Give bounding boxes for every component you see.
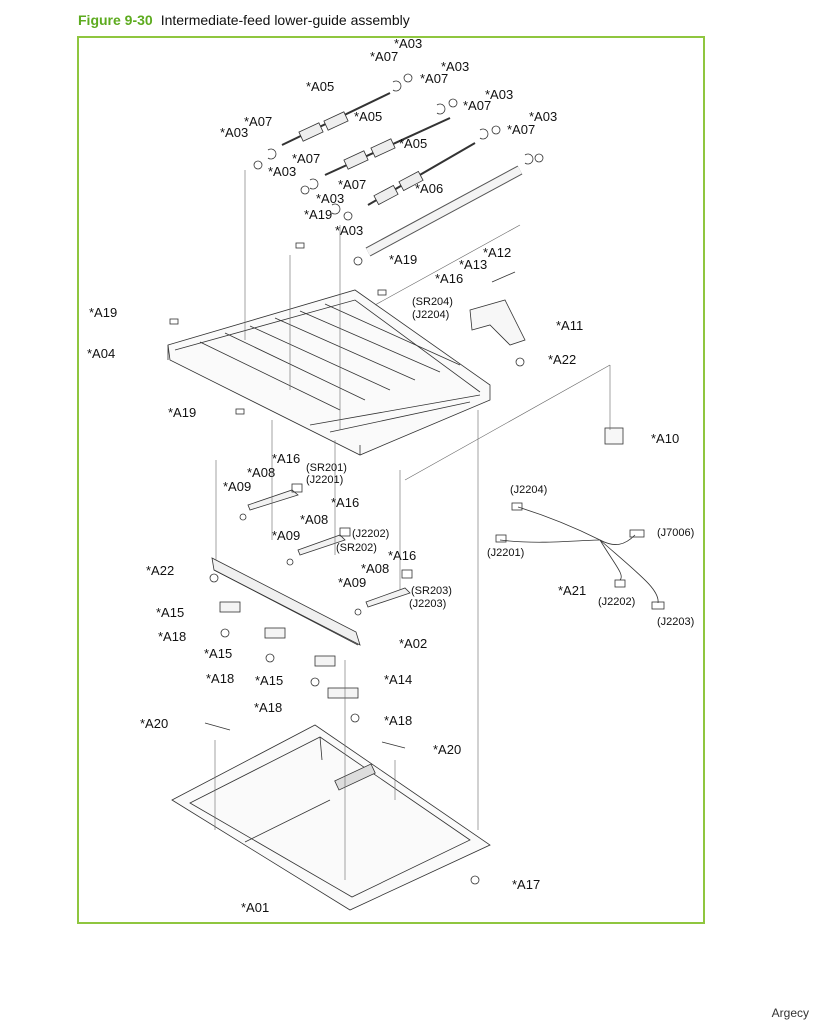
callout: *A18 bbox=[158, 629, 186, 644]
callout: *A06 bbox=[415, 181, 443, 196]
callout: *A03 bbox=[394, 36, 422, 51]
callout: *A05 bbox=[354, 109, 382, 124]
callout: *A03 bbox=[335, 223, 363, 238]
callout: *A07 bbox=[338, 177, 366, 192]
callout: *A07 bbox=[420, 71, 448, 86]
roller-shaft-2 bbox=[324, 117, 451, 176]
roller-a06 bbox=[365, 165, 523, 257]
callout: *A03 bbox=[529, 109, 557, 124]
roller-shaft-3 bbox=[367, 142, 476, 206]
callout: *A18 bbox=[206, 671, 234, 686]
figure-title: Intermediate-feed lower-guide assembly bbox=[160, 12, 410, 28]
callout: *A22 bbox=[548, 352, 576, 367]
callout-labels: *A03 *A07 *A07 *A03 *A05 *A07 *A03 *A05 … bbox=[87, 36, 679, 915]
callout: *A15 bbox=[255, 673, 283, 688]
callout: *A03 bbox=[268, 164, 296, 179]
callout: *A09 bbox=[338, 575, 366, 590]
callout: *A04 bbox=[87, 346, 115, 361]
callout: *A22 bbox=[146, 563, 174, 578]
connector-label: (SR203) bbox=[411, 585, 452, 597]
callout: *A15 bbox=[204, 646, 232, 661]
callout: *A13 bbox=[459, 257, 487, 272]
callout: *A05 bbox=[399, 136, 427, 151]
clamps-and-screws bbox=[209, 357, 525, 885]
rail-a02 bbox=[211, 557, 361, 646]
lower-guide-a04 bbox=[167, 289, 491, 456]
callout: *A12 bbox=[483, 245, 511, 260]
callout: *A08 bbox=[300, 512, 328, 527]
callout: *A19 bbox=[304, 207, 332, 222]
callout: *A16 bbox=[331, 495, 359, 510]
callout: *A19 bbox=[89, 305, 117, 320]
callout: *A07 bbox=[244, 114, 272, 129]
figure-frame bbox=[77, 36, 705, 924]
callout: *A20 bbox=[140, 716, 168, 731]
connector-label: (J2203) bbox=[657, 616, 694, 628]
callout: *A19 bbox=[389, 252, 417, 267]
bearing-set bbox=[253, 73, 544, 266]
callout: *A03 bbox=[220, 125, 248, 140]
callout: *A18 bbox=[254, 700, 282, 715]
callout: *A14 bbox=[384, 672, 412, 687]
roller-shaft-1 bbox=[281, 92, 391, 146]
bracket-a11 bbox=[469, 271, 526, 346]
callout: *A19 bbox=[168, 405, 196, 420]
callout: *A07 bbox=[507, 122, 535, 137]
callout: *A17 bbox=[512, 877, 540, 892]
callout: *A18 bbox=[384, 713, 412, 728]
connector-labels: (SR204) (J2204) (SR201) (J2201) (J2202) … bbox=[306, 296, 694, 628]
callout: *A07 bbox=[463, 98, 491, 113]
wire-harness-a21 bbox=[495, 502, 665, 610]
connector-label: (J2202) bbox=[598, 596, 635, 608]
pads bbox=[169, 242, 406, 749]
callout: *A11 bbox=[556, 318, 583, 333]
sensor-a10 bbox=[604, 427, 624, 445]
connector-label: (SR201) bbox=[306, 462, 347, 474]
callout: *A15 bbox=[156, 605, 184, 620]
sensor-arm-2 bbox=[286, 527, 351, 566]
callout: *A03 bbox=[441, 59, 469, 74]
connector-label: (SR204) bbox=[412, 296, 453, 308]
footer-brand: Argecy bbox=[771, 1006, 809, 1020]
connector-label: (J2204) bbox=[510, 484, 547, 496]
sensor-arm-1 bbox=[239, 483, 303, 521]
leader-lines bbox=[214, 170, 611, 880]
callout: *A07 bbox=[292, 151, 320, 166]
callout: *A03 bbox=[316, 191, 344, 206]
callout: *A05 bbox=[306, 79, 334, 94]
callout: *A02 bbox=[399, 636, 427, 651]
callout: *A10 bbox=[651, 431, 679, 446]
callout: *A03 bbox=[485, 87, 513, 102]
connector-label: (J7006) bbox=[657, 527, 694, 539]
callout: *A20 bbox=[433, 742, 461, 757]
callout: *A16 bbox=[272, 451, 300, 466]
callout: *A16 bbox=[435, 271, 463, 286]
callout: *A07 bbox=[370, 49, 398, 64]
sensor-arm-3 bbox=[354, 569, 413, 616]
connector-label: (J2201) bbox=[306, 474, 343, 486]
callout: *A09 bbox=[272, 528, 300, 543]
connector-label: (J2201) bbox=[487, 547, 524, 559]
callout: *A16 bbox=[388, 548, 416, 563]
connector-label: (J2202) bbox=[352, 528, 389, 540]
callout: *A09 bbox=[223, 479, 251, 494]
callout: *A08 bbox=[361, 561, 389, 576]
connector-label: (J2203) bbox=[409, 598, 446, 610]
connector-label: (J2204) bbox=[412, 309, 449, 321]
callout: *A08 bbox=[247, 465, 275, 480]
figure-number: Figure 9-30 bbox=[78, 12, 153, 28]
callout: *A01 bbox=[241, 900, 269, 915]
connector-label: (SR202) bbox=[336, 542, 377, 554]
figure-caption: Figure 9-30 Intermediate-feed lower-guide… bbox=[78, 12, 410, 28]
callout: *A21 bbox=[558, 583, 586, 598]
